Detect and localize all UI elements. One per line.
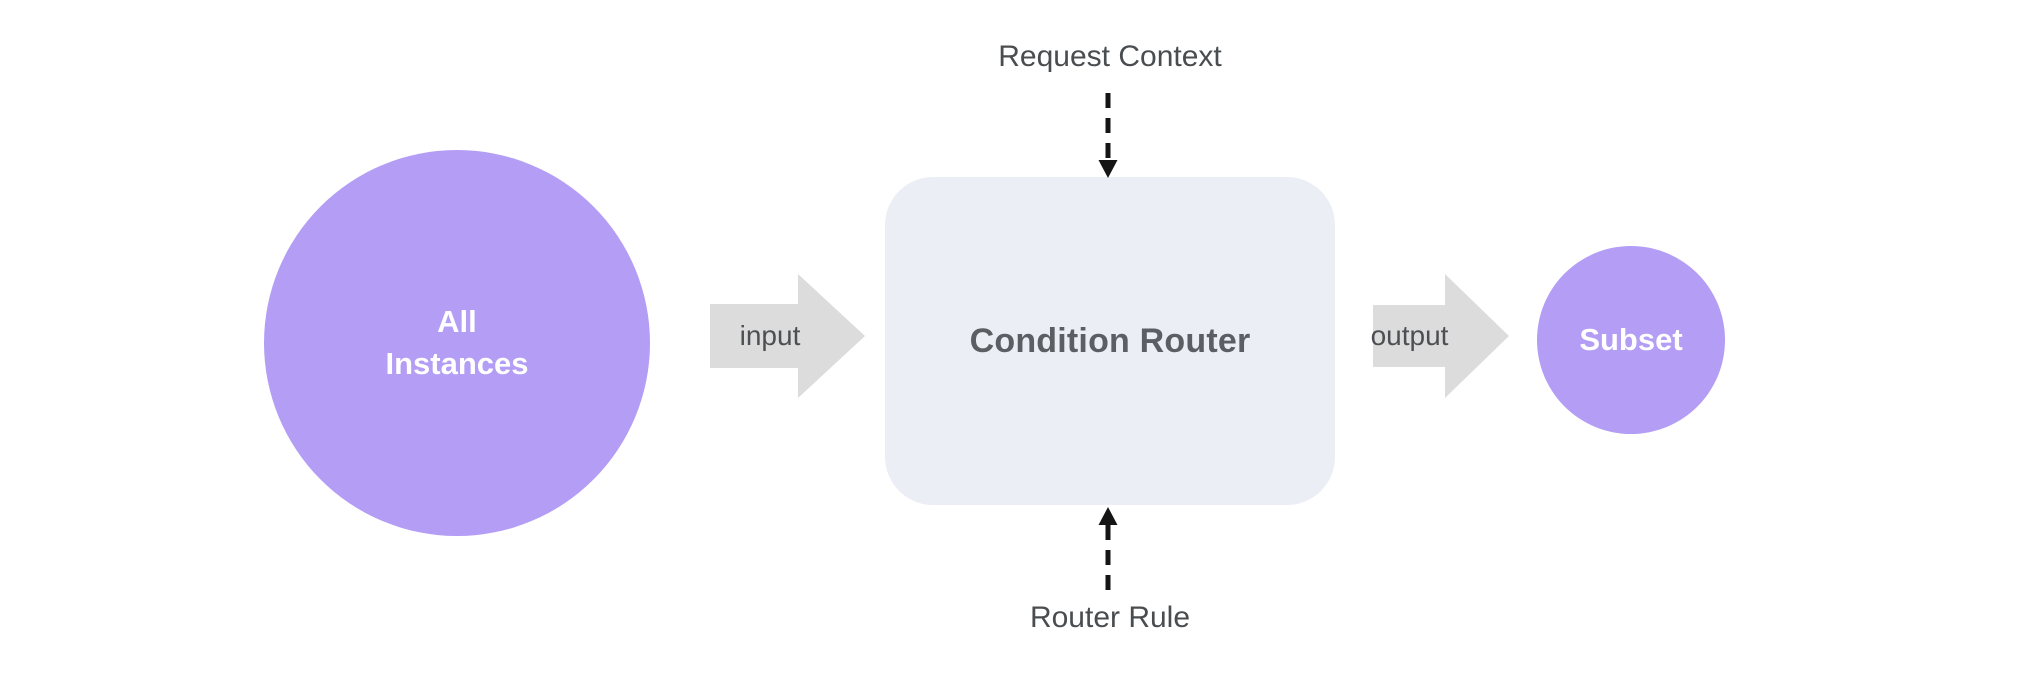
all-instances-node: All Instances bbox=[264, 150, 650, 536]
request-context-label: Request Context bbox=[998, 40, 1222, 73]
output-arrow-label: output bbox=[1370, 320, 1449, 351]
output-arrow-shape bbox=[1373, 274, 1509, 398]
output-arrow-icon bbox=[1373, 274, 1509, 398]
subset-label: Subset bbox=[1579, 322, 1683, 357]
input-arrow-icon bbox=[710, 274, 865, 398]
input-arrow-shape bbox=[710, 274, 865, 398]
all-instances-label: All Instances bbox=[385, 304, 529, 381]
subset-node: Subset bbox=[1537, 246, 1725, 434]
input-arrow-label: input bbox=[739, 320, 801, 351]
router-rule-label: Router Rule bbox=[1029, 601, 1191, 634]
condition-router-node: Condition Router bbox=[885, 177, 1335, 505]
router-rule-arrowhead bbox=[1098, 507, 1118, 525]
request-context-dashed-arrow-icon bbox=[1098, 93, 1118, 178]
request-context-arrowhead bbox=[1098, 160, 1118, 178]
condition-router-label: Condition Router bbox=[969, 321, 1251, 360]
router-rule-dashed-arrow-icon bbox=[1098, 507, 1118, 591]
